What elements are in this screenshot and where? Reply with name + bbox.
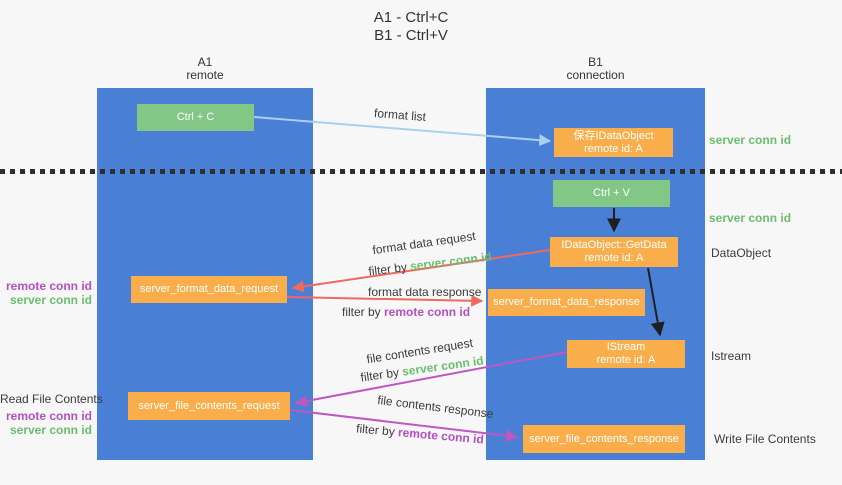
arrow-getdata-to-istream xyxy=(647,267,665,337)
node-idataobject-getdata-line1: IDataObject::GetData xyxy=(561,239,667,251)
node-save-idataobject: 保存IDataObject remote id: A xyxy=(554,128,673,157)
node-ctrl-v: Ctrl + V xyxy=(553,180,670,207)
diagram-title: A1 - Ctrl+C B1 - Ctrl+V xyxy=(0,9,822,45)
arrow-file-contents-response xyxy=(289,409,519,442)
filter-by-text: filter by xyxy=(342,305,385,319)
column-header-b1: B1 connection xyxy=(486,56,705,82)
label-server-conn-id-left-bottom: server conn id xyxy=(9,423,92,437)
arrow-format-data-request xyxy=(291,249,551,293)
node-ctrl-c-label: Ctrl + C xyxy=(176,111,215,123)
label-remote-conn-id-left-bottom: remote conn id xyxy=(5,409,92,423)
node-idataobject-getdata: IDataObject::GetData remote id: A xyxy=(550,237,678,267)
node-ctrl-c: Ctrl + C xyxy=(137,104,254,131)
node-server-format-data-response-label: server_format_data_response xyxy=(493,296,640,308)
label-filter-by-remote-conn-id-1: filter by remote conn id xyxy=(342,305,470,319)
session-divider-dashed-line xyxy=(0,169,842,174)
node-istream-line2: remote id: A xyxy=(596,354,656,366)
column-a1-name: A1 xyxy=(197,55,213,69)
node-server-format-data-response: server_format_data_response xyxy=(488,289,645,316)
label-server-conn-id-right-top: server conn id xyxy=(709,133,792,147)
column-header-a1: A1 remote xyxy=(97,56,313,82)
node-server-file-contents-response-label: server_file_contents_response xyxy=(529,432,679,445)
node-server-file-contents-request: server_file_contents_request xyxy=(128,392,290,420)
label-write-file-contents: Write File Contents xyxy=(714,432,816,446)
node-istream-line1: IStream xyxy=(606,341,646,353)
node-ctrl-v-label: Ctrl + V xyxy=(593,187,630,199)
column-b1-role: connection xyxy=(566,68,625,82)
label-dataobject: DataObject xyxy=(711,246,772,260)
column-b1-name: B1 xyxy=(588,55,603,69)
label-server-conn-id-left-mid: server conn id xyxy=(9,293,92,307)
arrow-format-data-response xyxy=(286,294,484,307)
label-format-data-response: format data response xyxy=(368,285,482,299)
node-save-idataobject-line2: remote id: A xyxy=(584,142,643,155)
node-server-format-data-request: server_format_data_request xyxy=(131,276,287,303)
arrow-file-contents-request xyxy=(294,351,568,407)
label-server-conn-id-right-mid: server conn id xyxy=(709,211,792,225)
title-line-2: B1 - Ctrl+V xyxy=(374,27,448,44)
title-line-1: A1 - Ctrl+C xyxy=(373,9,449,26)
label-conn-ids-left-mid: remote conn id server conn id xyxy=(0,279,92,307)
column-a1-role: remote xyxy=(186,68,224,82)
node-idataobject-getdata-line2: remote id: A xyxy=(584,252,644,264)
label-read-file-contents: Read File Contents xyxy=(0,392,103,406)
node-server-format-data-request-label: server_format_data_request xyxy=(139,283,279,295)
label-conn-ids-left-bottom: remote conn id server conn id xyxy=(0,409,92,437)
label-remote-conn-id-left-mid: remote conn id xyxy=(5,279,92,293)
node-server-file-contents-request-label: server_file_contents_request xyxy=(138,399,280,412)
arrow-format-list xyxy=(253,116,552,147)
node-save-idataobject-line1: 保存IDataObject xyxy=(573,129,654,142)
node-server-file-contents-response: server_file_contents_response xyxy=(523,425,685,453)
node-istream: IStream remote id: A xyxy=(567,340,685,368)
remote-conn-id-text: remote conn id xyxy=(384,305,471,319)
label-istream-right: Istream xyxy=(711,349,752,363)
